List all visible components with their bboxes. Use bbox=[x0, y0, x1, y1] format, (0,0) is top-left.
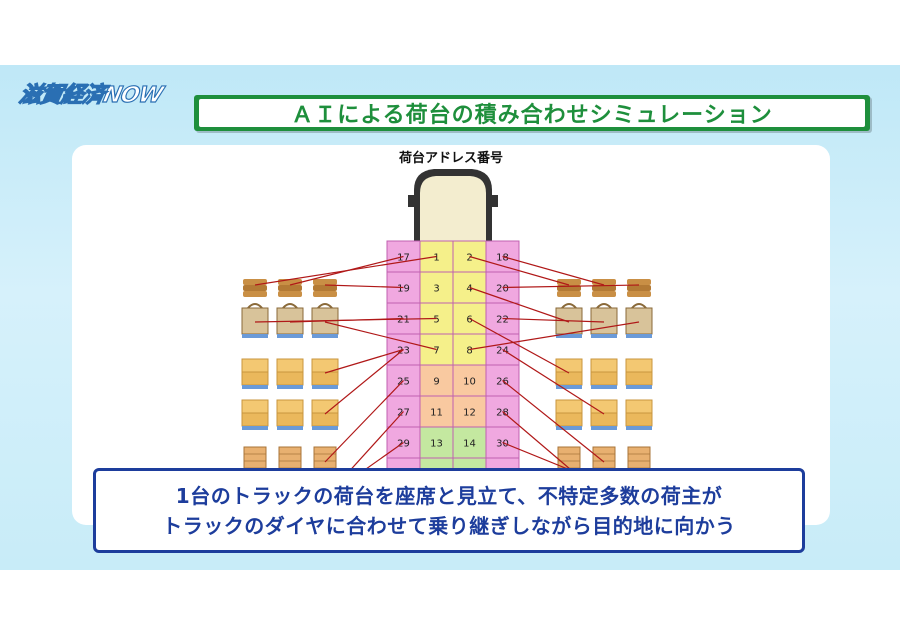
caption-box: 1台のトラックの荷台を座席と見立て、不特定多数の荷主が トラックのダイヤに合わせ… bbox=[93, 468, 805, 553]
address-number: 12 bbox=[463, 408, 476, 419]
address-label: 荷台アドレス番号 bbox=[398, 151, 503, 166]
connection-line bbox=[469, 321, 640, 351]
address-cell bbox=[452, 426, 487, 459]
connection-line bbox=[502, 380, 605, 463]
address-number: 5 bbox=[433, 315, 439, 326]
cargo-sack-icon bbox=[557, 279, 581, 297]
caption-line-1: 1台のトラックの荷台を座席と見立て、不特定多数の荷主が bbox=[175, 483, 723, 508]
flexible-container-icon bbox=[625, 303, 653, 338]
address-number: 18 bbox=[496, 253, 509, 264]
flexible-container-icon bbox=[241, 303, 269, 338]
address-number: 14 bbox=[463, 439, 476, 450]
address-number: 13 bbox=[430, 439, 443, 450]
cardboard-box-icon bbox=[625, 358, 653, 389]
connection-line bbox=[469, 255, 570, 286]
address-number: 27 bbox=[397, 408, 410, 419]
caption-line-2: トラックのダイヤに合わせて乗り継ぎしながら目的地に向かう bbox=[162, 513, 736, 538]
address-number: 1 bbox=[433, 253, 439, 264]
cardboard-box-icon bbox=[311, 358, 339, 389]
truck-cab-icon bbox=[408, 169, 498, 261]
address-number: 29 bbox=[397, 439, 410, 450]
cardboard-box-icon bbox=[555, 358, 583, 389]
address-number: 20 bbox=[496, 284, 509, 295]
connection-line bbox=[289, 255, 404, 286]
cargo-sack-icon bbox=[313, 279, 337, 297]
address-number: 21 bbox=[397, 315, 410, 326]
address-number: 10 bbox=[463, 377, 476, 388]
connection-line bbox=[324, 349, 404, 415]
program-logo: 滋賀経済NOW bbox=[16, 82, 165, 108]
address-number: 23 bbox=[397, 346, 410, 357]
address-cell bbox=[419, 271, 454, 304]
connection-line bbox=[324, 380, 404, 463]
cardboard-box-icon bbox=[276, 358, 304, 389]
cardboard-box-icon bbox=[276, 399, 304, 430]
address-number: 24 bbox=[496, 346, 509, 357]
address-number: 4 bbox=[466, 284, 472, 295]
connection-line bbox=[469, 317, 570, 374]
cardboard-box-icon bbox=[241, 358, 269, 389]
cardboard-box-icon bbox=[590, 358, 618, 389]
connection-line bbox=[324, 321, 437, 351]
title-text: ＡＩによる荷台の積み合わせシミュレーション bbox=[291, 103, 773, 128]
cardboard-box-icon bbox=[555, 399, 583, 430]
address-number: 19 bbox=[397, 284, 410, 295]
address-number: 6 bbox=[466, 315, 472, 326]
address-number: 22 bbox=[496, 315, 509, 326]
address-cell bbox=[452, 395, 487, 428]
cardboard-box-icon bbox=[241, 399, 269, 430]
connection-line bbox=[502, 284, 640, 289]
connection-line bbox=[502, 348, 605, 415]
video-frame: 滋賀経済NOW ＡＩによる荷台の積み合わせシミュレーション 荷台アドレス番号 1… bbox=[0, 65, 900, 570]
connection-line bbox=[502, 255, 605, 286]
connection-line bbox=[502, 317, 605, 323]
connection-line bbox=[324, 284, 404, 289]
connection-line bbox=[469, 286, 570, 323]
cargo-sack-icon bbox=[592, 279, 616, 297]
address-number: 9 bbox=[433, 377, 439, 388]
address-number: 2 bbox=[466, 253, 472, 264]
connection-line bbox=[324, 348, 404, 374]
title-banner: ＡＩによる荷台の積み合わせシミュレーション bbox=[194, 95, 870, 131]
address-number: 7 bbox=[433, 346, 439, 357]
cardboard-box-icon bbox=[311, 399, 339, 430]
address-number: 26 bbox=[496, 377, 509, 388]
address-number: 8 bbox=[466, 346, 472, 357]
cargo-sack-icon bbox=[278, 279, 302, 297]
cardboard-box-icon bbox=[590, 399, 618, 430]
address-number: 17 bbox=[397, 253, 410, 264]
address-number: 11 bbox=[430, 408, 443, 419]
address-number: 3 bbox=[433, 284, 439, 295]
address-number: 25 bbox=[397, 377, 410, 388]
cargo-sack-icon bbox=[243, 279, 267, 297]
address-number: 28 bbox=[496, 408, 509, 419]
connection-line bbox=[289, 317, 404, 323]
address-number: 30 bbox=[496, 439, 509, 450]
cargo-sack-icon bbox=[627, 279, 651, 297]
flexible-container-icon bbox=[590, 303, 618, 338]
cardboard-box-icon bbox=[625, 399, 653, 430]
